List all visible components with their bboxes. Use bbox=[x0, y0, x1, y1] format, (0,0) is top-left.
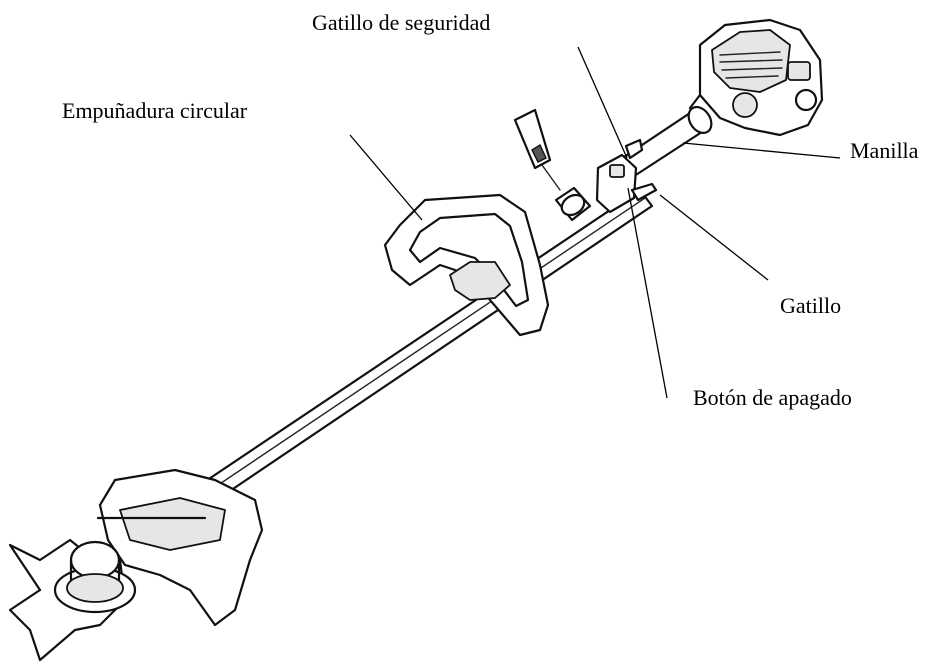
stop-button-shape bbox=[610, 165, 624, 177]
safety-trigger-leader bbox=[578, 47, 627, 158]
handle-label: Manilla bbox=[850, 140, 918, 162]
stop-button-label: Botón de apagado bbox=[693, 387, 852, 409]
cable-clamp bbox=[515, 110, 590, 220]
cutting-head bbox=[10, 470, 262, 660]
loop-handle-leader bbox=[350, 135, 422, 220]
trigger-leader bbox=[660, 195, 768, 280]
trigger-label: Gatillo bbox=[780, 295, 841, 317]
stop-button-leader bbox=[628, 188, 667, 398]
handle-leader bbox=[683, 143, 840, 158]
safety-trigger-label: Gatillo de seguridad bbox=[312, 12, 490, 34]
loop-handle-label: Empuñadura circular bbox=[62, 100, 247, 122]
